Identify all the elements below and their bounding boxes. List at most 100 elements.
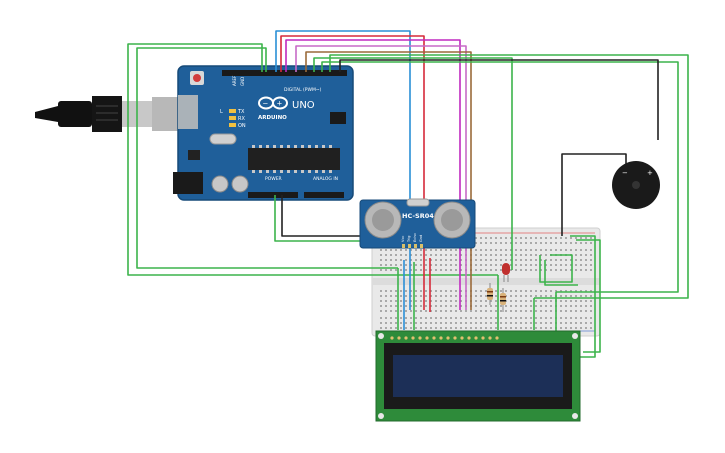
breadboard-hole	[535, 300, 537, 302]
breadboard-hole	[405, 259, 407, 261]
breadboard-hole	[445, 310, 447, 312]
breadboard-hole	[560, 305, 562, 307]
wire-green	[313, 57, 513, 270]
breadboard-hole	[385, 254, 387, 256]
hc-sr04-sensor[interactable]: HC-SR04 Vcc Trig Echo Gnd	[359, 198, 476, 249]
breadboard-hole	[540, 242, 542, 244]
resistor[interactable]	[500, 288, 506, 312]
breadboard-hole	[510, 249, 512, 251]
lcd-pin	[488, 336, 492, 340]
breadboard-hole	[390, 249, 392, 251]
breadboard-hole	[585, 264, 587, 266]
breadboard-hole	[570, 269, 572, 271]
breadboard-hole	[455, 300, 457, 302]
resistor[interactable]	[487, 283, 493, 305]
breadboard-hole	[380, 322, 382, 324]
breadboard-hole	[395, 290, 397, 292]
breadboard-hole	[490, 327, 492, 329]
breadboard-hole	[490, 322, 492, 324]
breadboard-hole	[480, 264, 482, 266]
lcd-pin	[390, 336, 394, 340]
breadboard-hole	[590, 317, 592, 319]
breadboard-hole	[395, 269, 397, 271]
breadboard-hole	[430, 259, 432, 261]
breadboard-hole	[515, 249, 517, 251]
breadboard-hole	[485, 242, 487, 244]
breadboard-hole	[460, 305, 462, 307]
breadboard-hole	[445, 264, 447, 266]
breadboard-hole	[435, 254, 437, 256]
breadboard-hole	[540, 249, 542, 251]
breadboard-hole	[535, 290, 537, 292]
breadboard-hole	[535, 264, 537, 266]
breadboard-hole	[560, 242, 562, 244]
breadboard-hole	[535, 259, 537, 261]
breadboard-hole	[480, 254, 482, 256]
breadboard-hole	[510, 310, 512, 312]
breadboard-hole	[545, 249, 547, 251]
breadboard-hole	[510, 259, 512, 261]
breadboard-hole	[580, 295, 582, 297]
breadboard-hole	[415, 249, 417, 251]
breadboard-hole	[450, 249, 452, 251]
lcd-pin	[446, 336, 450, 340]
wire-green	[136, 47, 398, 269]
red-led[interactable]	[502, 263, 510, 282]
breadboard-hole	[475, 300, 477, 302]
breadboard-hole	[380, 259, 382, 261]
breadboard-hole	[405, 290, 407, 292]
breadboard-hole	[460, 254, 462, 256]
breadboard-hole	[440, 317, 442, 319]
breadboard-hole	[535, 242, 537, 244]
breadboard-hole	[560, 249, 562, 251]
breadboard-hole	[525, 295, 527, 297]
power-jack	[173, 172, 203, 194]
breadboard-hole	[580, 254, 582, 256]
rx-label: RX	[238, 116, 245, 122]
breadboard-hole	[520, 264, 522, 266]
breadboard-hole	[385, 249, 387, 251]
breadboard-hole	[385, 259, 387, 261]
breadboard-hole	[405, 322, 407, 324]
breadboard-hole	[390, 290, 392, 292]
arduino-uno-board[interactable]: L TX RX ON − + ARDUINO UNO DIGITAL (PWM~…	[173, 65, 354, 201]
digital-header[interactable]	[222, 70, 347, 76]
breadboard-hole	[475, 254, 477, 256]
breadboard-hole	[565, 300, 567, 302]
breadboard-hole	[425, 327, 427, 329]
wire-magenta	[295, 45, 467, 310]
breadboard-hole	[550, 310, 552, 312]
analog-header[interactable]	[304, 192, 344, 198]
piezo-buzzer[interactable]: − +	[612, 161, 660, 209]
breadboard-hole	[535, 295, 537, 297]
breadboard-hole	[445, 300, 447, 302]
breadboard-hole	[470, 322, 472, 324]
breadboard-hole	[505, 249, 507, 251]
breadboard-hole	[555, 290, 557, 292]
breadboard-hole	[535, 249, 537, 251]
breadboard-hole	[425, 254, 427, 256]
breadboard-hole	[450, 310, 452, 312]
breadboard-hole	[490, 259, 492, 261]
power-header[interactable]	[248, 192, 298, 198]
breadboard-hole	[395, 327, 397, 329]
breadboard-hole	[410, 305, 412, 307]
breadboard-hole	[490, 317, 492, 319]
wire-green	[274, 195, 372, 242]
breadboard-hole	[570, 322, 572, 324]
breadboard-hole	[525, 327, 527, 329]
lcd-16x2[interactable]	[375, 330, 581, 422]
breadboard-hole	[515, 242, 517, 244]
breadboard-hole	[490, 300, 492, 302]
breadboard-hole	[510, 264, 512, 266]
breadboard-hole	[460, 317, 462, 319]
breadboard-hole	[545, 310, 547, 312]
breadboard-hole	[505, 254, 507, 256]
breadboard-hole	[415, 310, 417, 312]
breadboard-hole	[580, 237, 582, 239]
breadboard-hole	[500, 310, 502, 312]
arduino-brand-label: ARDUINO	[258, 115, 287, 121]
wire-brown	[305, 51, 472, 310]
breadboard-hole	[580, 317, 582, 319]
breadboard-hole	[580, 310, 582, 312]
